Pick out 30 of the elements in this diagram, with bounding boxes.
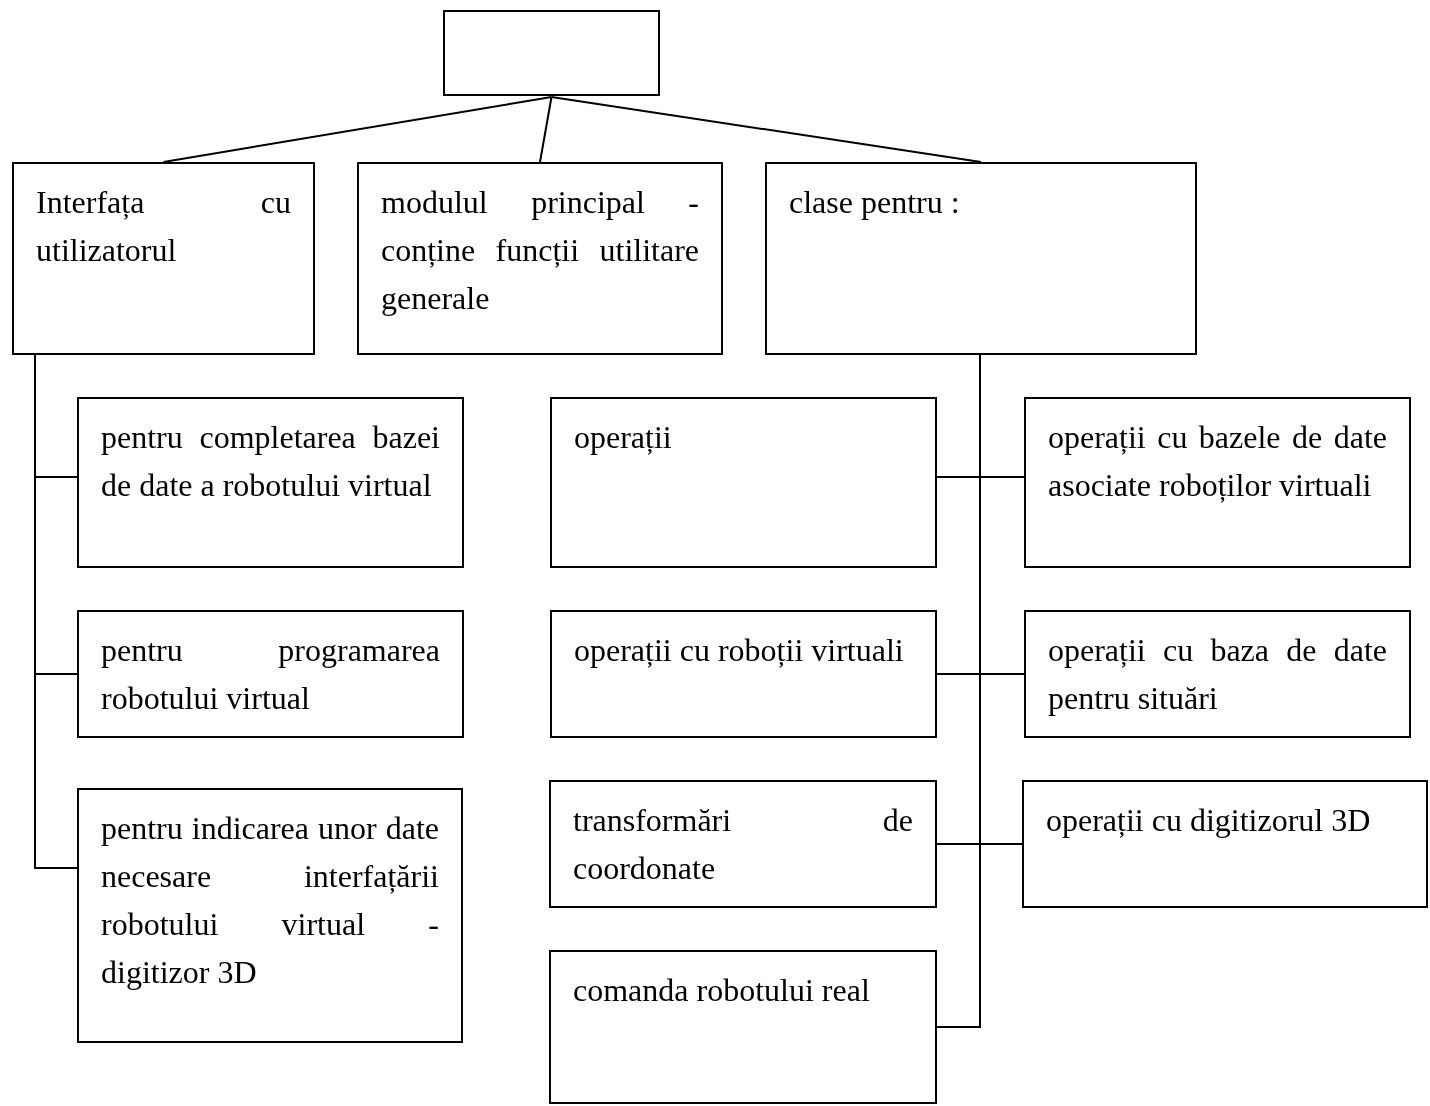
box-text: clase pentru : [789,183,961,222]
module-box [77,610,464,738]
box-text: modulul principal - conține funcții utilitare generale [381,183,699,318]
box-text: pentru completarea bazei de date a robotului virtual [101,418,440,505]
module-box [357,162,723,355]
box-text: comanda robotului real [573,971,871,1010]
module-box [1024,397,1411,568]
module-box [550,397,937,568]
box-text: operații cu baza de date pentru situări [1048,631,1387,718]
box-text: transformări de coordonate [573,801,913,888]
box-text: operații [574,418,673,457]
box-text: operații cu bazele de date asociate roboților virtuali [1048,418,1387,505]
module-box [550,610,937,738]
connector-line [162,96,553,163]
box-text: Interfața cu utilizatorul [36,183,291,270]
box-text: operații cu roboții virtuali [574,631,905,670]
box-text: pentru programarea robotului virtual [101,631,440,718]
module-box [1022,780,1428,908]
module-box [77,788,463,1043]
module-box [77,397,464,568]
module-box [765,162,1197,355]
box-text: operații cu digitizorul 3D [1046,801,1372,840]
connector-line [539,96,553,163]
box-text: pentru indicarea unor date necesare interfațării robotului virtual - digitizor 3D [101,809,439,992]
root-box [443,10,660,96]
connector-line [550,96,982,163]
module-box [1024,610,1411,738]
module-box [549,780,937,908]
module-box [12,162,315,355]
module-box [549,950,937,1104]
